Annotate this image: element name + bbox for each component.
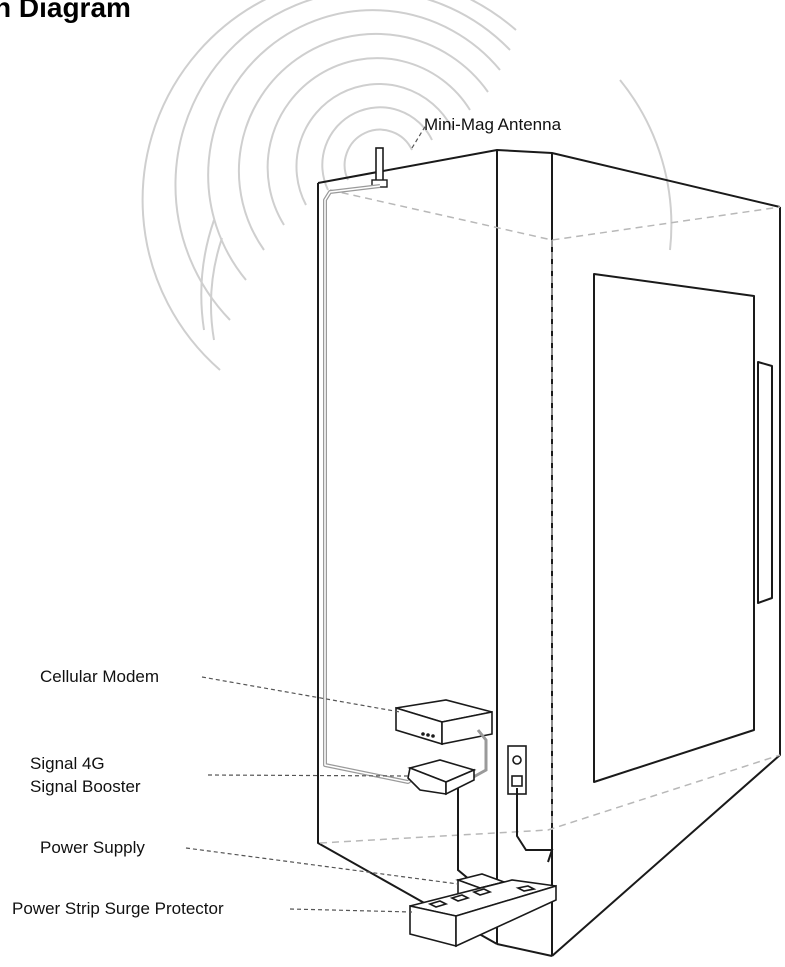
label-antenna: Mini-Mag Antenna — [424, 115, 562, 134]
label-power-supply: Power Supply — [40, 838, 145, 857]
booster-cable — [457, 788, 471, 881]
kiosk-cabinet — [317, 149, 781, 957]
leader-lines — [185, 124, 459, 913]
hidden-edges — [319, 189, 781, 844]
cellular-modem-icon — [395, 699, 493, 746]
label-booster-line2: Signal Booster — [30, 777, 141, 796]
antenna-icon — [371, 147, 388, 188]
antenna-cable — [323, 184, 424, 784]
signal-booster-icon — [407, 759, 477, 796]
wall-outlet-icon — [507, 745, 527, 795]
radio-waves — [141, 0, 673, 371]
power-strip-icon — [409, 879, 557, 948]
label-cellular-modem: Cellular Modem — [40, 667, 160, 686]
page-title: n Diagram — [0, 0, 131, 23]
outlet-cord — [516, 788, 554, 863]
label-booster-line1: Signal 4G — [30, 754, 105, 773]
modem-cable — [467, 729, 488, 782]
label-power-strip: Power Strip Surge Protector — [12, 899, 224, 918]
